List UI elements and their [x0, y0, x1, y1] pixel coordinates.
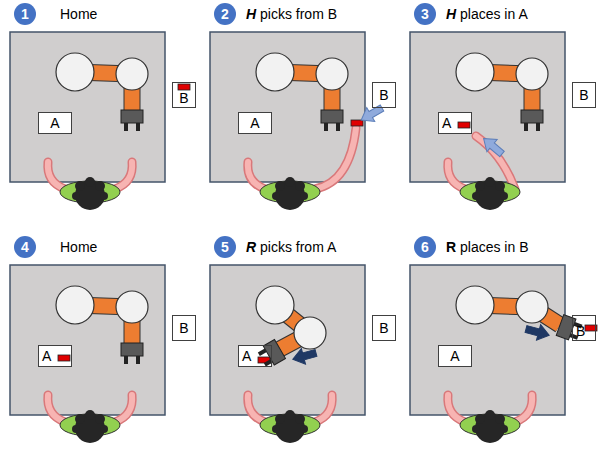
box-ground [238, 315, 396, 367]
place-box-a: A [38, 112, 72, 134]
robot-arm [256, 286, 294, 324]
panel-robot-pick [210, 265, 396, 443]
place-box-a: A [438, 345, 472, 367]
robot-arm [56, 286, 148, 364]
robot-arm [456, 286, 494, 324]
callout-number: 3 [414, 3, 436, 25]
red-part [178, 84, 190, 90]
robot-arm [256, 53, 348, 131]
human-operator [60, 410, 120, 443]
place-box-b: B [572, 82, 596, 108]
panel-title: H places in A [446, 5, 528, 23]
box-ground [38, 315, 196, 367]
red-part [58, 355, 70, 361]
place-box-b: B [172, 315, 196, 341]
work-table [10, 265, 165, 415]
panel-title: H picks from B [246, 5, 337, 23]
panel-home [10, 265, 196, 443]
motion-arrow [524, 321, 551, 343]
callout-number: 1 [14, 3, 36, 25]
motion-arrow [478, 132, 507, 160]
box-letter: B [179, 91, 188, 106]
robot-arm [256, 339, 285, 369]
human-arm [448, 162, 465, 189]
human-arm [315, 128, 356, 189]
human-operator [260, 177, 320, 210]
box-letter: A [42, 349, 51, 364]
human-operator [60, 177, 120, 210]
callout-number: 4 [14, 236, 36, 258]
box-letter: B [379, 321, 388, 336]
box-ground [38, 82, 196, 134]
work-table [410, 32, 565, 182]
human-arm [315, 128, 356, 189]
box-letter: A [450, 349, 459, 364]
human-arm [115, 162, 132, 189]
human-arm [248, 162, 265, 189]
place-box-b: B [572, 315, 596, 341]
place-box-a: A [38, 345, 72, 367]
box-letter: B [179, 321, 188, 336]
box-letter: A [242, 349, 251, 364]
callout-number: 6 [414, 236, 436, 258]
box-ground [438, 315, 596, 367]
human-arm [248, 395, 265, 422]
place-box-a: A [238, 112, 272, 134]
place-box-a: A [438, 112, 472, 134]
box-ground [238, 82, 396, 134]
human-arm [48, 162, 65, 189]
box-ground [438, 82, 596, 134]
motion-arrow [291, 345, 318, 367]
panel-robot-place [410, 265, 597, 443]
box-letter: B [579, 88, 588, 103]
human-arm [315, 128, 356, 189]
work-table [210, 32, 365, 182]
box-letter: B [576, 324, 585, 339]
callout-number: 2 [214, 3, 236, 25]
human-operator [460, 410, 520, 443]
panel-human-place [410, 32, 596, 210]
robot-arm [56, 53, 148, 131]
callout-number: 5 [214, 236, 236, 258]
red-part [351, 120, 363, 126]
human-arm [448, 395, 465, 422]
red-part [458, 122, 470, 128]
place-box-a: A [238, 345, 272, 367]
human-arm [315, 395, 332, 422]
panel-home [10, 32, 196, 210]
work-table [10, 32, 165, 182]
robot-arm [516, 291, 548, 323]
human-operator [460, 177, 520, 210]
panel-title: R picks from A [246, 238, 336, 256]
robot-arm [294, 317, 326, 349]
place-box-b: B [372, 315, 396, 341]
work-table [410, 265, 565, 415]
robot-arm [456, 286, 583, 343]
box-letter: B [379, 88, 388, 103]
panel-title: Home [60, 5, 97, 23]
robot-arm [456, 53, 548, 131]
human-arm [48, 395, 65, 422]
panel-title: R places in B [446, 238, 529, 256]
human-operator [260, 410, 320, 443]
box-letter: A [50, 116, 59, 131]
robot-arm [256, 286, 326, 369]
human-arm [515, 395, 532, 422]
panel-human-pick [210, 32, 396, 210]
panel-title: Home [60, 238, 97, 256]
place-box-b: B [172, 82, 196, 108]
box-letter: A [250, 116, 259, 131]
work-table [210, 265, 365, 415]
box-letter: A [442, 116, 451, 131]
place-box-b: B [372, 82, 396, 108]
human-arm [115, 395, 132, 422]
